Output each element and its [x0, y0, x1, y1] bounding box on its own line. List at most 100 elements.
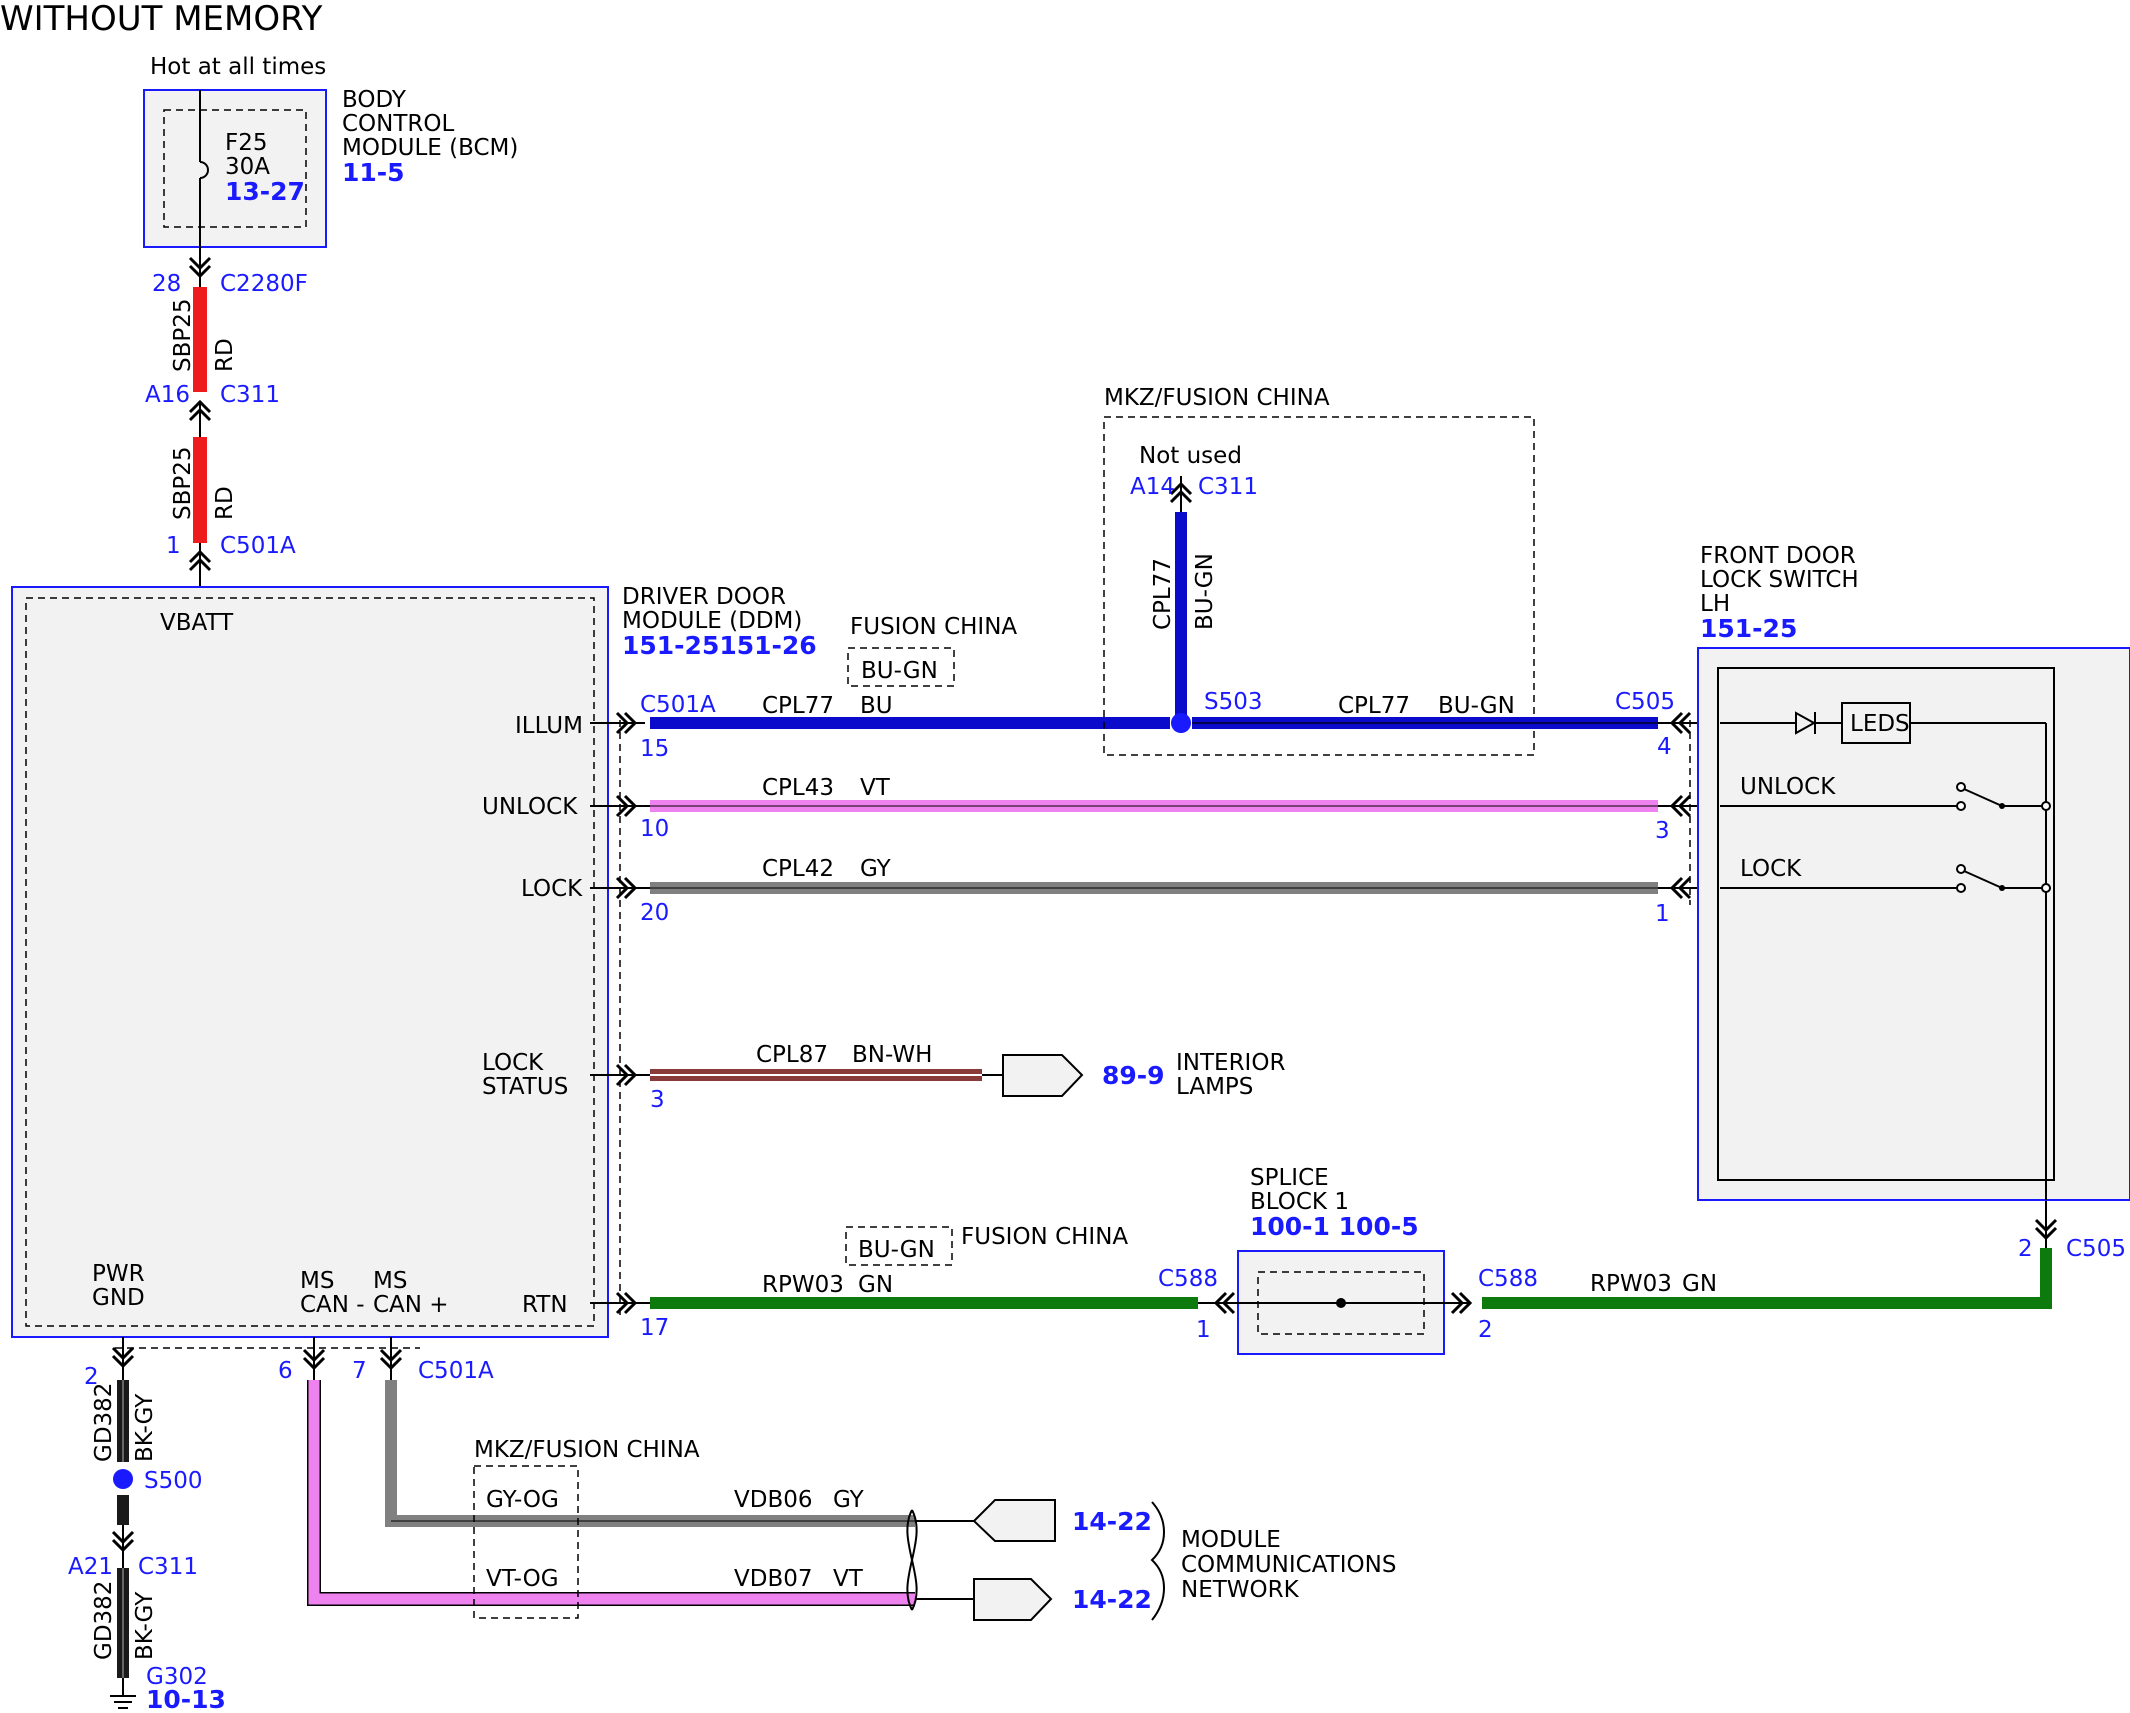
can-plus-destination-arrow-icon [972, 1499, 1056, 1542]
bcm-name-line3: MODULE (BCM) [342, 135, 518, 161]
splice-s503-icon [1171, 713, 1191, 733]
gnd-lower-circuit: GD382 [91, 1581, 117, 1660]
rtn-option-box [845, 1226, 953, 1266]
splice-s500-label: S500 [144, 1468, 203, 1494]
splice-block-refs: 100-1 100-5 [1250, 1212, 1419, 1241]
splice-s500-icon [113, 1469, 133, 1489]
can-connector: C501A [418, 1358, 494, 1384]
wire-cpl77-bugn-vertical [1175, 512, 1187, 723]
wire-rpw03-gn-vertical [2040, 1248, 2052, 1309]
can-minus-ref: 14-22 [1072, 1585, 1152, 1614]
switch-name-l3: LH [1700, 591, 1730, 617]
c588-right-connector: C588 [1478, 1266, 1538, 1292]
rtn-option-color: BU-GN [858, 1237, 935, 1263]
illum-option-color: BU-GN [861, 658, 938, 684]
can-minus-color: VT [833, 1566, 864, 1592]
can-minus-circuit: VDB07 [734, 1566, 813, 1592]
unlock-switch-icon [1956, 782, 2005, 811]
splice-s503-label: S503 [1204, 689, 1263, 715]
ddm-name-line1: DRIVER DOOR [622, 584, 786, 610]
connector-c501a-rtn-icon [615, 1291, 638, 1315]
wire-rpw03-gn-left [650, 1297, 1198, 1309]
c2280f-connector: C2280F [220, 271, 308, 297]
splice-block-name-l1: SPLICE [1250, 1165, 1329, 1191]
rtn-option-label: FUSION CHINA [961, 1224, 1128, 1250]
illum-pin: 15 [640, 736, 669, 762]
gnd-pin: 2 [84, 1364, 99, 1390]
wire-cpl77-bu [650, 717, 1170, 729]
wire-sbp25-lower-circuit: SBP25 [170, 446, 196, 520]
can-plus-pin: 7 [352, 1358, 367, 1384]
mkz-vertical-circuit: CPL77 [1150, 558, 1176, 630]
ddm-name-line2: MODULE (DDM) [622, 608, 802, 634]
ddm-pin-pwr-gnd-l1: PWR [92, 1261, 145, 1287]
bcm-ref: 11-5 [342, 158, 405, 187]
connector-c501a-illum-icon [615, 711, 638, 735]
gnd-c311-connector: C311 [138, 1554, 198, 1580]
lock-status-dest-line1: INTERIOR [1176, 1050, 1285, 1076]
fuse-ref: 13-27 [225, 177, 305, 206]
rtn-pin: 17 [640, 1315, 669, 1341]
ground-symbol-icon [110, 1695, 136, 1709]
fuse-symbol-icon [199, 161, 209, 179]
connector-c501a-gnd-icon [111, 1346, 135, 1369]
connector-c501a-can-plus-icon [379, 1348, 403, 1371]
wire-sbp25-lower [193, 437, 207, 543]
bcm-supply-label: Hot at all times [150, 54, 326, 80]
switch-ref: 151-25 [1700, 614, 1797, 643]
ddm-pin-ms-can-minus-l2: CAN - [300, 1292, 365, 1318]
bcm-module-box [143, 89, 327, 248]
ddm-pin-ms-can-minus-l1: MS [300, 1268, 334, 1294]
bcm-name-line1: BODY [342, 87, 407, 113]
ddm-pin-illum: ILLUM [515, 713, 583, 739]
c311-connector-upper: C311 [220, 382, 280, 408]
illum-connector: C501A [640, 692, 716, 718]
mkz-vertical-color: BU-GN [1192, 553, 1218, 630]
c2280f-pin: 28 [152, 271, 181, 297]
ddm-pin-lock-status-l1: LOCK [482, 1050, 544, 1076]
mkz-option-label: MKZ/FUSION CHINA [1104, 385, 1330, 411]
c588-left-connector: C588 [1158, 1266, 1218, 1292]
mkz-connector: C311 [1198, 474, 1258, 500]
connector-c588-left-icon [1213, 1291, 1236, 1315]
can-minus-option-bg [482, 1566, 568, 1592]
lock-circuit: CPL42 [762, 856, 834, 882]
can-option-box [473, 1465, 579, 1619]
gnd-upper-color: BK-GY [132, 1393, 158, 1462]
ddm-pin-lock: LOCK [521, 876, 583, 902]
ground-point-label: G302 [146, 1664, 208, 1690]
c501a-vbatt-pin: 1 [166, 533, 181, 559]
lock-color: GY [860, 856, 892, 882]
lock-status-circuit: CPL87 [756, 1042, 828, 1068]
c311-pin-a16: A16 [145, 382, 190, 408]
connector-c501a-can-minus-icon [302, 1348, 326, 1371]
illum-right-color: BU-GN [1438, 693, 1515, 719]
wire-sbp25-upper-color: RD [212, 338, 238, 372]
illum-option-box [847, 647, 955, 687]
can-plus-color: GY [833, 1487, 865, 1513]
illum-color: BU [860, 693, 893, 719]
c505-pin-unlock: 3 [1655, 818, 1670, 844]
twisted-pair-icon [906, 1509, 918, 1611]
ddm-pin-pwr-gnd-l2: GND [92, 1285, 145, 1311]
can-plus-circuit: VDB06 [734, 1487, 813, 1513]
switch-lock-label: LOCK [1740, 856, 1802, 882]
connector-c501a-vbatt-icon [188, 549, 212, 572]
wire-sbp25-upper-circuit: SBP25 [170, 298, 196, 372]
unlock-pin: 10 [640, 816, 669, 842]
lock-status-ref: 89-9 [1102, 1061, 1165, 1090]
c505-pin-illum: 4 [1657, 734, 1672, 760]
wire-gd382-mid [117, 1495, 129, 1525]
illum-right-circuit: CPL77 [1338, 693, 1410, 719]
wire-sbp25-upper [193, 287, 207, 392]
c588-left-pin: 1 [1196, 1317, 1211, 1343]
ddm-vbatt-label: VBATT [160, 610, 234, 636]
bcm-name-line2: CONTROL [342, 111, 455, 137]
illum-circuit: CPL77 [762, 693, 834, 719]
lock-status-pin: 3 [650, 1087, 665, 1113]
connector-c501a-unlock-icon [615, 794, 638, 818]
c505-connector: C505 [1615, 689, 1675, 715]
c505-pin-lock: 1 [1655, 901, 1670, 927]
can-brace-icon [1150, 1501, 1165, 1621]
